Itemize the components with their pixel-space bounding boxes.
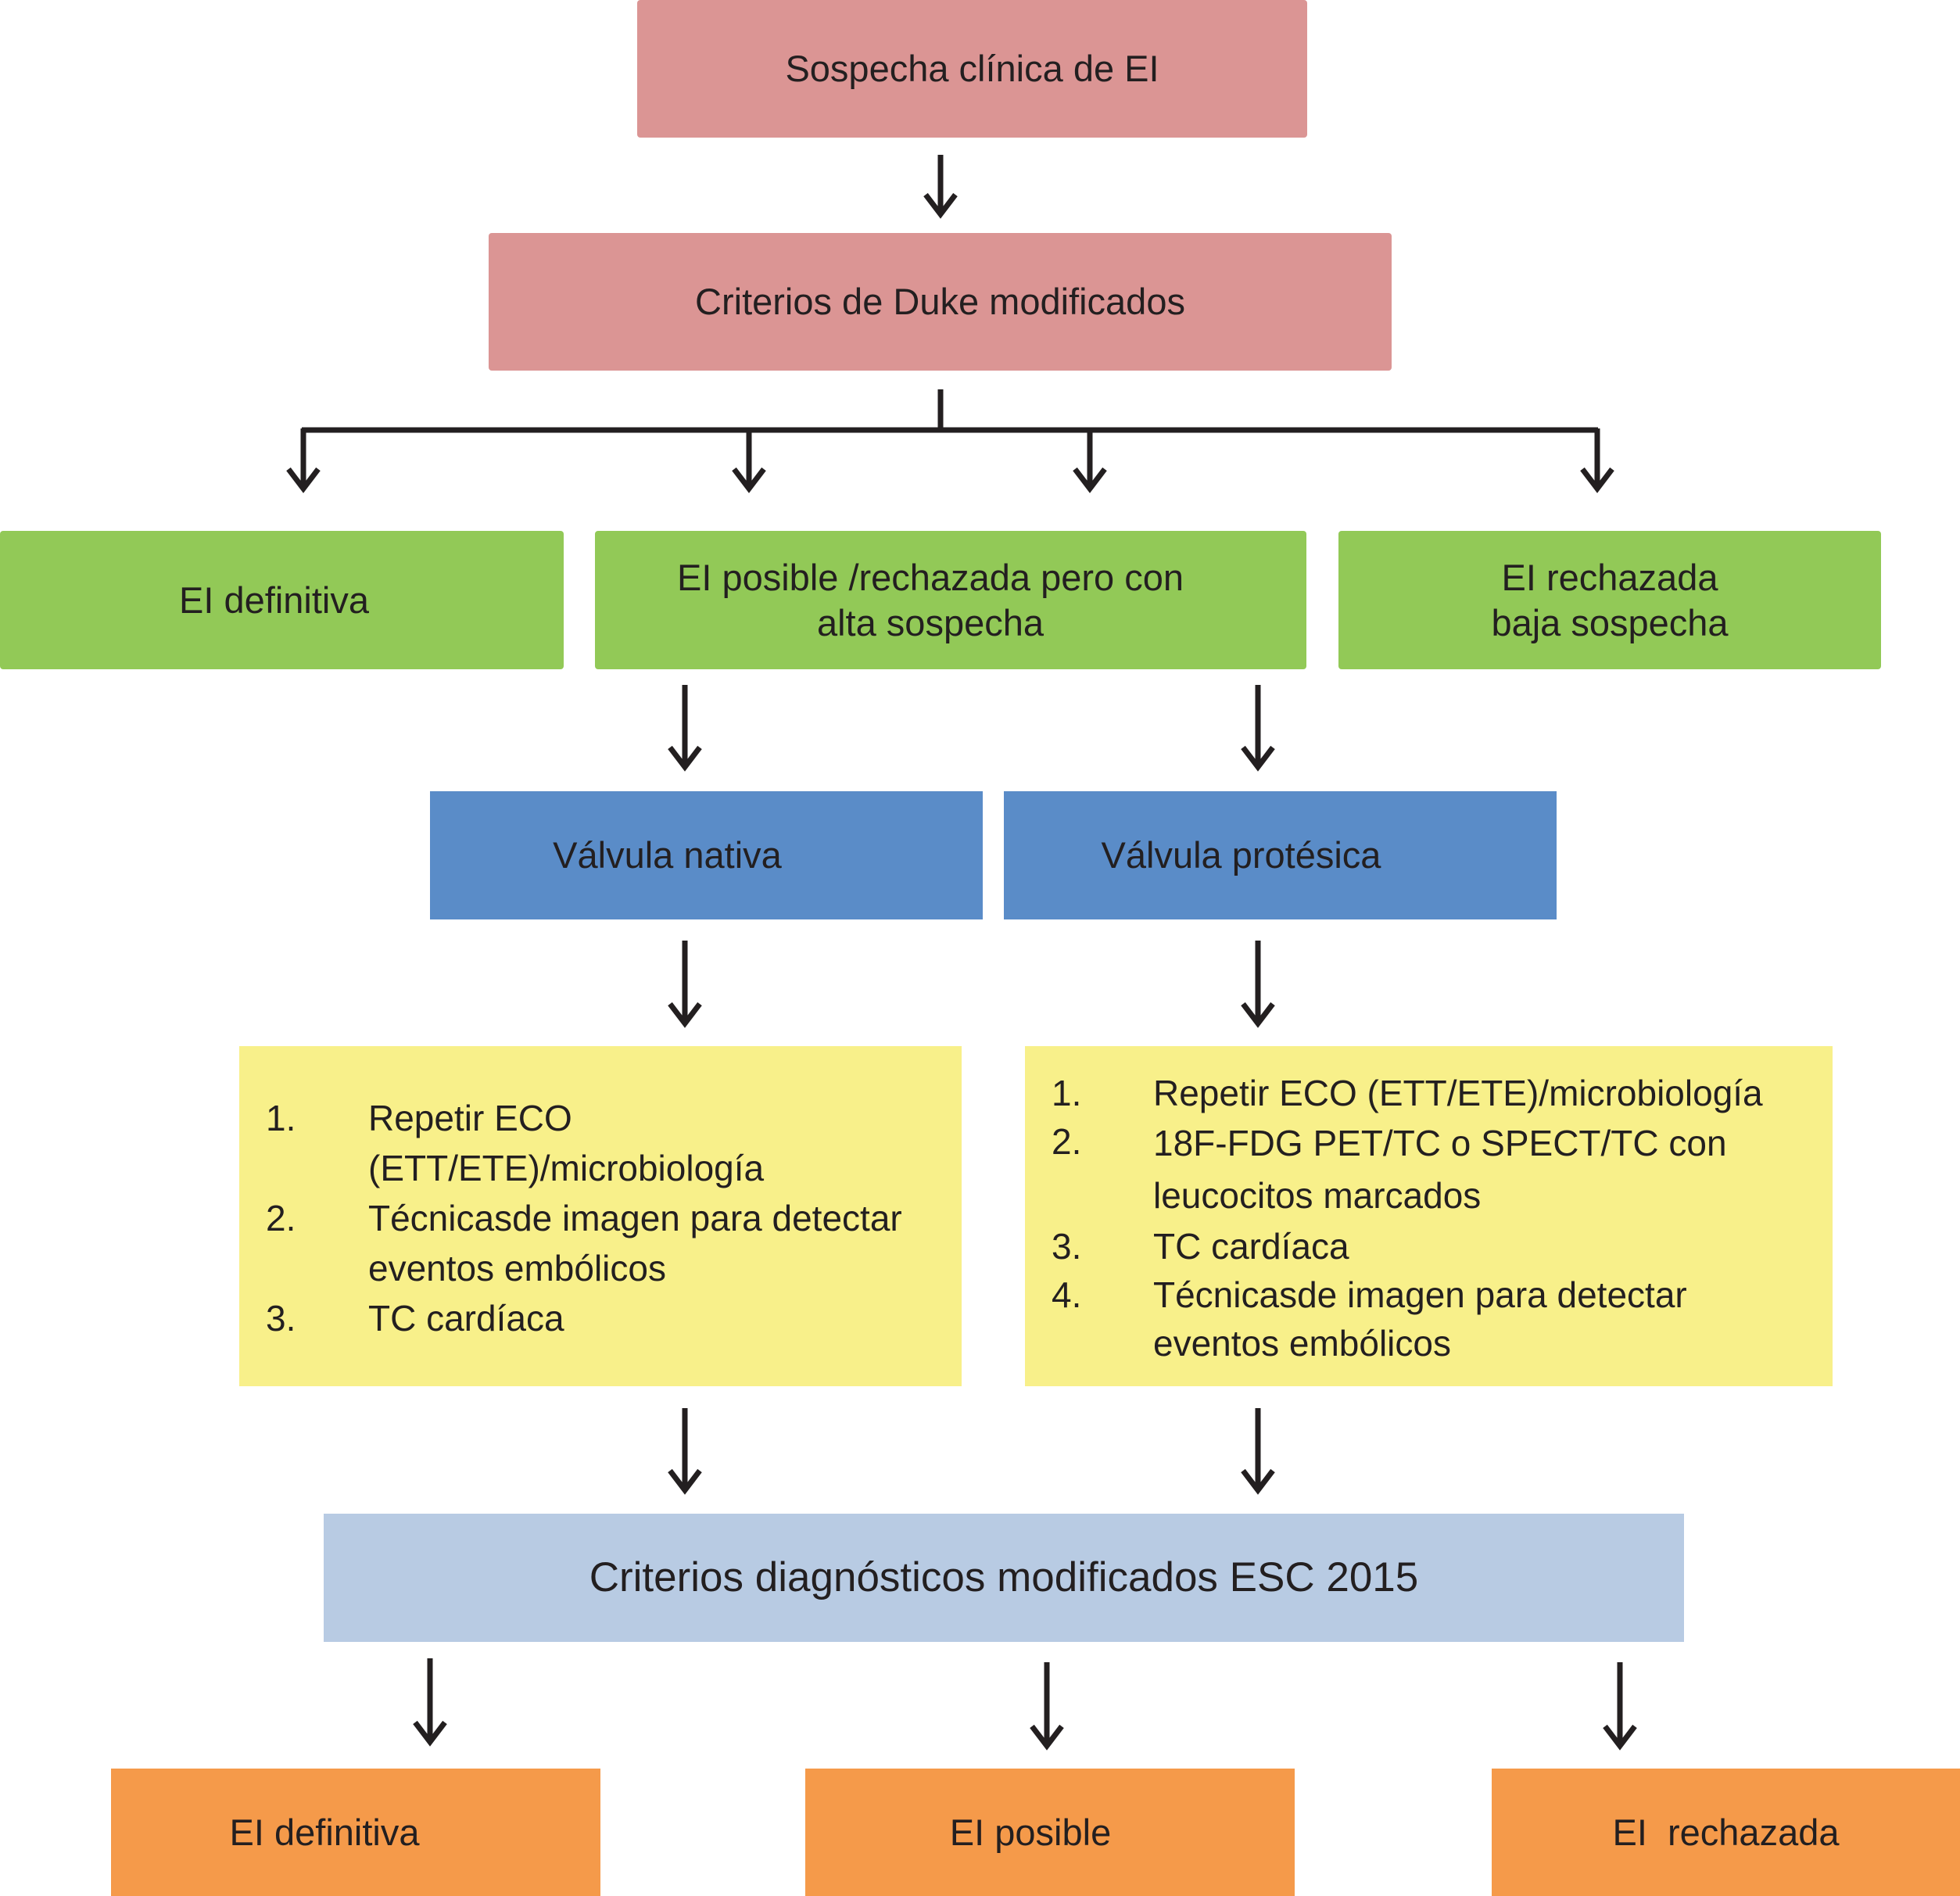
node-valvula-nativa-label: Válvula nativa [553, 834, 782, 876]
node-ei-definitiva-label: EI definitiva [179, 579, 369, 621]
node-criterios-esc-2015: Criterios diagnósticos modificados ESC 2… [324, 1514, 1684, 1642]
list-pruebas-valvula-nativa: 1. Repetir ECO (ETT/ETE)/microbiología 2… [266, 1093, 954, 1343]
step-text: Técnicasde imagen para detectar eventos … [368, 1198, 902, 1288]
arrow-nativa-esc [668, 1408, 702, 1495]
node-resultado-ei-definitiva: EI definitiva [111, 1769, 600, 1896]
arrow-esc-definitiva [413, 1658, 447, 1747]
node-valvula-protesica-label: Válvula protésica [1101, 834, 1381, 876]
step-number: 2. [1052, 1121, 1082, 1162]
node-resultado-ei-posible: EI posible [805, 1769, 1295, 1896]
step-number: 3. [1052, 1226, 1082, 1267]
step-number: 3. [266, 1298, 296, 1339]
node-pruebas-valvula-protesica [1025, 1046, 1833, 1386]
list-item: 2. 18F-FDG PET/TC o SPECT/TC con leucoci… [1052, 1117, 1826, 1222]
arrow-esc-rechazada [1603, 1662, 1637, 1751]
node-valvula-nativa: Válvula nativa [430, 791, 983, 919]
arrow-protesica-esc [1241, 1408, 1275, 1495]
arrow-esc-posible [1030, 1662, 1064, 1751]
list-item: 2. Técnicasde imagen para detectar event… [266, 1193, 954, 1293]
node-resultado-ei-rechazada-label: EI rechazada [1612, 1811, 1840, 1853]
node-sospecha-clinica-label: Sospecha clínica de EI [785, 48, 1159, 89]
arrow-duke-posible [732, 430, 766, 493]
list-item: 1. Repetir ECO (ETT/ETE)/microbiología [266, 1093, 954, 1193]
step-text: TC cardíaca [1153, 1226, 1349, 1267]
step-number: 2. [266, 1198, 296, 1238]
arrow-duke-definitiva [286, 428, 321, 493]
list-item: 3. TC cardíaca [266, 1293, 954, 1343]
arrow-protesica-tests [1241, 941, 1275, 1028]
node-ei-rechazada-baja-sospecha-label: EI rechazada baja sospecha [1491, 556, 1729, 643]
list-item: 4. Técnicasde imagen para detectar event… [1052, 1271, 1826, 1367]
node-ei-posible-alta-sospecha: EI posible /rechazada pero con alta sosp… [595, 531, 1306, 669]
step-text: Repetir ECO (ETT/ETE)/microbiología [368, 1098, 765, 1188]
list-item: 3. TC cardíaca [1052, 1222, 1826, 1271]
step-text: Técnicasde imagen para detectar eventos … [1153, 1274, 1687, 1364]
node-ei-posible-alta-sospecha-label: EI posible /rechazada pero con alta sosp… [677, 556, 1184, 643]
node-resultado-ei-definitiva-label: EI definitiva [229, 1811, 420, 1853]
node-criterios-duke-label: Criterios de Duke modificados [695, 281, 1185, 322]
arrow-duke-rechazada [1580, 428, 1614, 493]
arrow-posible-nativa [668, 685, 702, 772]
step-number: 4. [1052, 1274, 1082, 1315]
node-resultado-ei-rechazada: EI rechazada [1492, 1769, 1960, 1896]
arrow-duke-posible-2 [1073, 430, 1107, 493]
node-criterios-duke: Criterios de Duke modificados [489, 233, 1392, 371]
node-pruebas-valvula-nativa [239, 1046, 962, 1386]
step-number: 1. [1052, 1073, 1082, 1113]
arrow-posible-protesica [1241, 685, 1275, 772]
branch-duke [302, 389, 1598, 433]
step-text: TC cardíaca [368, 1298, 564, 1339]
node-criterios-esc-2015-label: Criterios diagnósticos modificados ESC 2… [589, 1554, 1419, 1600]
node-resultado-ei-posible-label: EI posible [949, 1811, 1112, 1853]
list-item: 1. Repetir ECO (ETT/ETE)/microbiología [1052, 1069, 1826, 1117]
node-ei-rechazada-baja-sospecha: EI rechazada baja sospecha [1338, 531, 1881, 669]
step-number: 1. [266, 1098, 296, 1138]
list-pruebas-valvula-protesica: 1. Repetir ECO (ETT/ETE)/microbiología 2… [1052, 1069, 1826, 1367]
arrow-sospecha-duke [923, 155, 958, 219]
node-valvula-protesica: Válvula protésica [1004, 791, 1557, 919]
node-sospecha-clinica: Sospecha clínica de EI [637, 0, 1307, 138]
node-ei-definitiva: EI definitiva [0, 531, 564, 669]
arrow-nativa-tests [668, 941, 702, 1028]
step-text: Repetir ECO (ETT/ETE)/microbiología [1153, 1073, 1763, 1113]
step-text: 18F-FDG PET/TC o SPECT/TC con leucocitos… [1153, 1123, 1727, 1216]
